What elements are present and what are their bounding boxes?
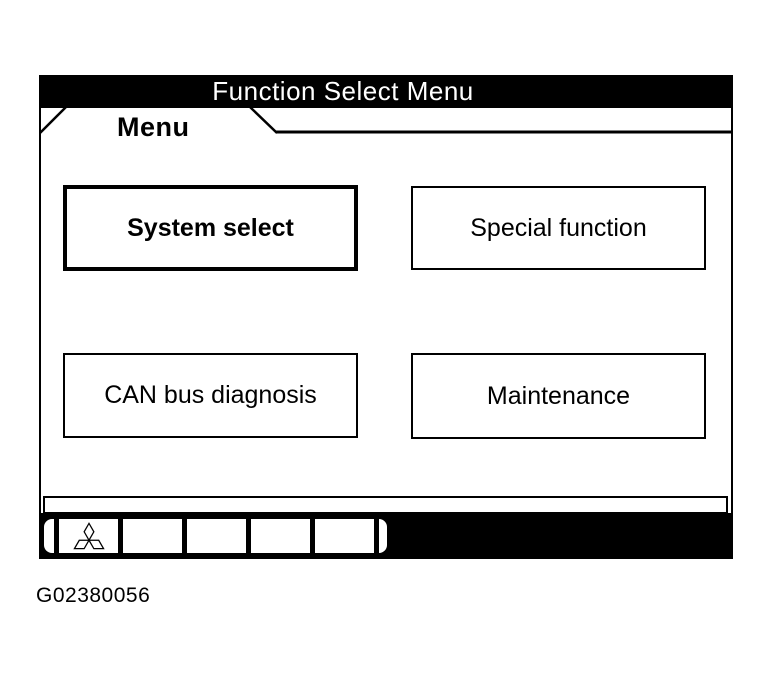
toolbar-button-group: [42, 517, 389, 555]
title-bar: Function Select Menu: [39, 75, 733, 108]
maintenance-button[interactable]: Maintenance: [411, 353, 706, 439]
tab-menu[interactable]: Menu: [117, 112, 190, 143]
toolbar-button-3[interactable]: [187, 519, 246, 553]
toolbar-button-2[interactable]: [123, 519, 182, 553]
mitsubishi-logo-icon: [72, 522, 105, 550]
toolbar: [39, 513, 733, 559]
can-bus-diagnosis-button[interactable]: CAN bus diagnosis: [63, 353, 358, 438]
figure-id: G02380056: [36, 584, 151, 607]
frame-border-right: [731, 106, 733, 513]
frame-border-left: [39, 106, 41, 513]
system-select-button[interactable]: System select: [63, 185, 358, 271]
can-bus-diagnosis-label: CAN bus diagnosis: [104, 381, 317, 409]
toolbar-endcap-right: [379, 519, 387, 553]
tab-menu-label: Menu: [117, 112, 190, 142]
system-select-label: System select: [127, 213, 294, 242]
toolbar-button-home[interactable]: [59, 519, 118, 553]
status-bar: [43, 496, 728, 514]
maintenance-label: Maintenance: [486, 381, 631, 410]
special-function-button[interactable]: Special function: [411, 186, 706, 270]
toolbar-endcap-left: [44, 519, 54, 553]
special-function-label: Special function: [470, 213, 647, 242]
toolbar-button-5[interactable]: [315, 519, 374, 553]
toolbar-button-4[interactable]: [251, 519, 310, 553]
screen-title: Function Select Menu: [212, 76, 474, 106]
